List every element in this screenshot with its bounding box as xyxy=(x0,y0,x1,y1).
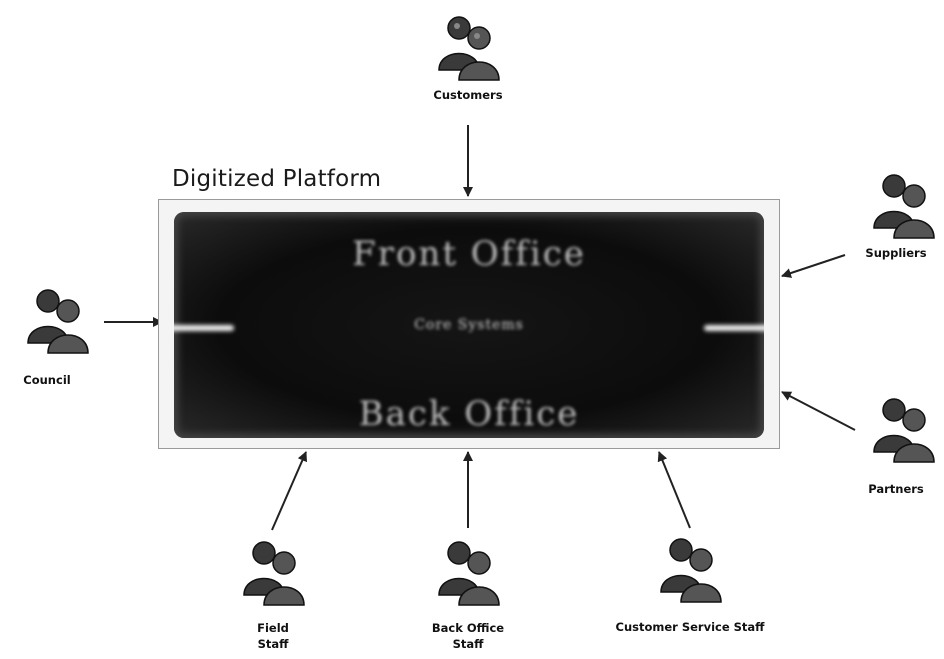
actor-label: Council xyxy=(23,373,71,387)
arrow-customer-service-staff xyxy=(657,451,691,529)
actor-partners: Partners xyxy=(848,392,944,497)
people-group-icon xyxy=(438,541,500,606)
actor-customer-service-staff: Customer Service Staff xyxy=(595,532,785,635)
arrow-field-staff xyxy=(271,451,307,531)
digitized-platform-box: Front Office Core Systems Back Office xyxy=(158,199,780,449)
front-office-label: Front Office xyxy=(352,234,586,274)
actor-label: Partners xyxy=(868,482,924,496)
right-glow xyxy=(704,325,764,331)
actor-field-staff: Field Staff xyxy=(218,535,328,652)
people-group-icon xyxy=(873,398,935,463)
actor-back-office-staff: Back Office Staff xyxy=(413,535,523,652)
back-office-label: Back Office xyxy=(358,394,580,434)
actor-label: Customer Service Staff xyxy=(615,620,765,634)
arrow-suppliers xyxy=(781,254,846,278)
platform-inner-panel: Front Office Core Systems Back Office xyxy=(174,212,764,438)
platform-title: Digitized Platform xyxy=(172,166,382,192)
actor-label: Back Office Staff xyxy=(431,621,505,651)
core-systems-label: Core Systems xyxy=(414,317,524,333)
actor-suppliers: Suppliers xyxy=(848,168,944,261)
actor-council: Council xyxy=(0,283,102,388)
people-group-icon xyxy=(27,289,89,354)
actor-label: Suppliers xyxy=(865,246,927,260)
people-group-icon xyxy=(243,541,305,606)
actor-label: Field Staff xyxy=(257,621,289,651)
left-glow xyxy=(174,325,234,331)
arrow-partners xyxy=(781,391,856,431)
people-group-icon xyxy=(660,538,722,603)
people-group-icon xyxy=(438,16,500,81)
people-group-icon xyxy=(873,174,935,239)
actor-customers: Customers xyxy=(413,10,523,103)
actor-label: Customers xyxy=(433,88,503,102)
